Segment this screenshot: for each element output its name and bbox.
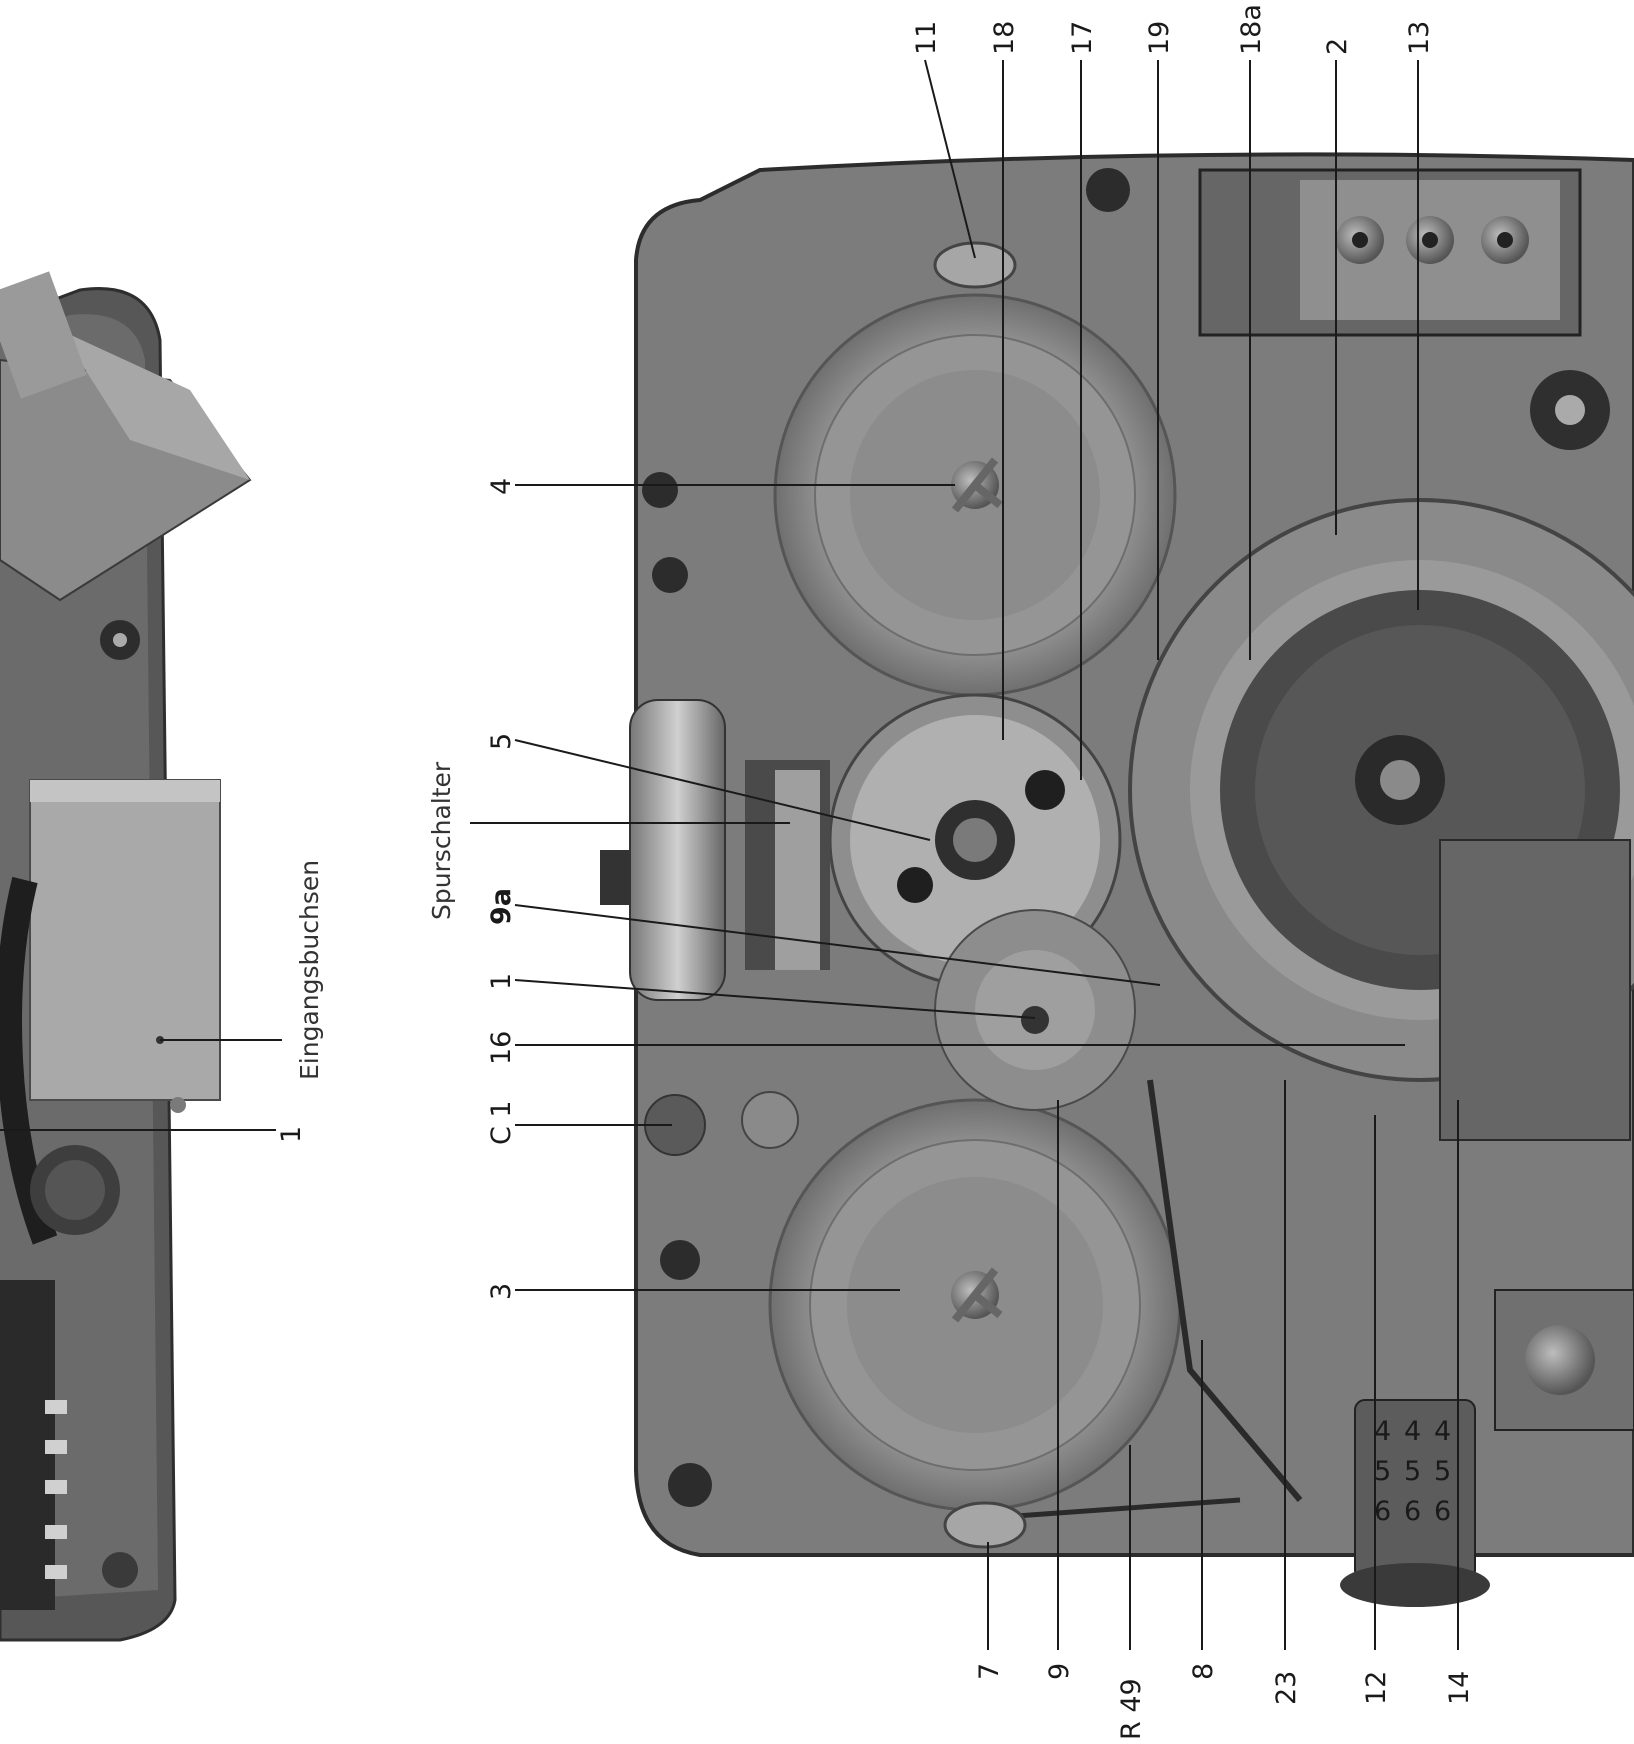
callout-r49: R 49 [1116,1678,1147,1740]
small-pulley [934,909,1136,1111]
counter-digit-8: 6 [1404,1496,1421,1527]
callouts-left: 4 Spurschalter 5 9a 1 16 C 1 3 [427,478,1405,1300]
eingangsbuchsen-label: Eingangsbuchsen [295,860,324,1080]
callout-left-panel-1: 1 [276,1126,307,1143]
callout-9: 9 [1044,1663,1075,1680]
callout-7: 7 [974,1663,1005,1680]
callout-5-leader [514,739,931,841]
transformer-block [0,271,252,660]
callouts-bottom: 7 9 R 49 8 23 12 14 [974,1080,1475,1740]
counter-digit-6: 5 [1434,1456,1451,1487]
tape-counter: 4 4 4 5 5 5 6 6 6 [1340,1399,1490,1607]
callout-23: 23 [1271,1671,1302,1705]
callout-c1: C 1 [486,1100,517,1145]
counter-digit-7: 6 [1374,1496,1391,1527]
callout-2: 2 [1322,38,1353,55]
counter-digit-3: 4 [1434,1416,1451,1447]
supply-reel [773,293,1177,697]
callout-4: 4 [486,478,517,495]
callout-19: 19 [1144,21,1175,55]
callout-9a-leader [514,904,1161,986]
drive-belt [1147,1079,1303,1502]
spurschalter-label: Spurschalter [427,761,456,920]
callout-18a: 18a [1236,4,1267,55]
grommet-top [933,241,1017,289]
callout-13: 13 [1404,21,1435,55]
right-mechanism [1355,370,1634,1431]
terminal-strip [0,1280,138,1610]
callouts-top: 11 18 17 19 18a 2 13 [911,4,1435,780]
counter-digit-9: 6 [1434,1496,1451,1527]
callout-11: 11 [911,21,942,55]
counter-digit-5: 5 [1404,1456,1421,1487]
callout-11-leader [924,59,976,259]
takeup-reel [768,1098,1182,1512]
grommet-bottom [943,1501,1027,1549]
callout-16: 16 [486,1031,517,1065]
counter-digit-2: 4 [1404,1416,1421,1447]
callout-12: 12 [1361,1671,1392,1705]
callout-8: 8 [1188,1663,1219,1680]
callout-1: 1 [486,973,517,990]
counter-digit-4: 5 [1374,1456,1391,1487]
vacuum-tube [600,699,726,1001]
callout-1-leader [514,979,1036,1019]
input-socket-box [29,779,221,1113]
callout-3: 3 [486,1283,517,1300]
callout-18: 18 [989,21,1020,55]
main-device: 4 4 4 5 5 5 6 6 6 [600,152,1634,1607]
callout-17: 17 [1067,21,1098,55]
counter-digit-1: 4 [1374,1416,1391,1447]
callout-5: 5 [486,733,517,750]
left-device-partial [0,271,252,1642]
callout-14: 14 [1444,1671,1475,1705]
head-bracket [1198,168,1582,337]
callout-9a: 9a [486,888,517,925]
